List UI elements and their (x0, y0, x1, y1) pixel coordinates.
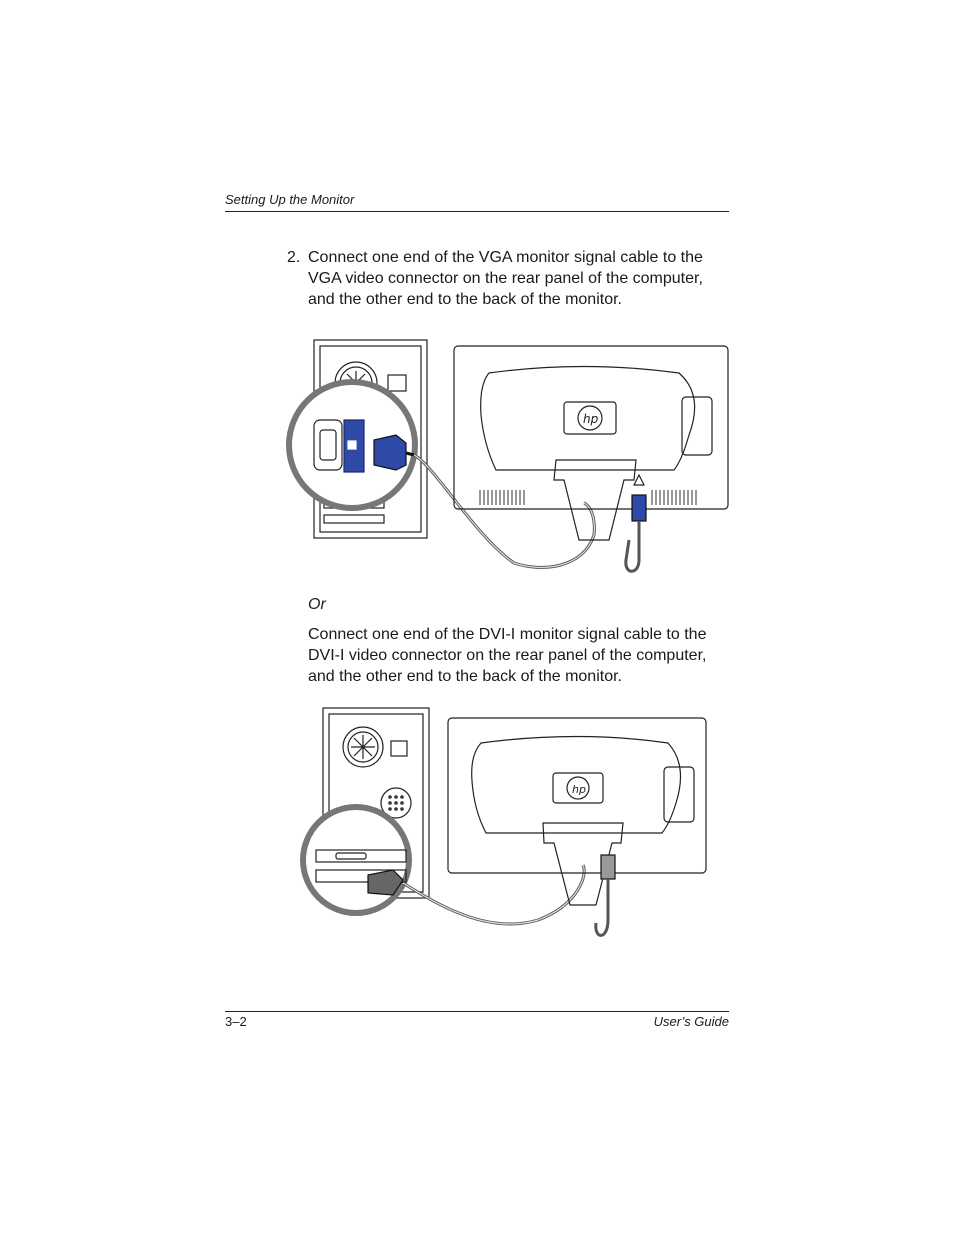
monitor-stand (542, 822, 624, 906)
vent-slats (479, 490, 697, 505)
dvi-connection-illustration: hp (300, 707, 707, 937)
dvi-line-1: Connect one end of the DVI-I monitor sig… (308, 626, 707, 643)
power-socket (390, 740, 408, 757)
vga-connection-illustration: hp (286, 339, 729, 573)
step-line-2: VGA video connector on the rear panel of… (308, 270, 703, 287)
monitor-back (453, 345, 729, 510)
hp-logo-text: hp (572, 783, 586, 796)
monitor-vga-plug (631, 494, 647, 522)
step-line-1: Connect one end of the VGA monitor signa… (308, 249, 703, 266)
dvi-port (335, 852, 367, 860)
footer-doc-title: User’s Guide (653, 1014, 729, 1029)
or-separator: Or (308, 596, 326, 613)
hp-logo-plate (552, 772, 604, 804)
header-rule (225, 211, 729, 212)
dvi-plug (367, 869, 404, 896)
step-line-3: and the other end to the back of the mon… (308, 291, 622, 308)
step-number: 2. (287, 249, 301, 266)
running-header: Setting Up the Monitor (225, 192, 355, 207)
monitor-dvi-plug (600, 854, 616, 880)
vga-plug (373, 434, 407, 471)
dvi-instructions: Connect one end of the DVI-I monitor sig… (308, 624, 738, 687)
monitor-back (447, 717, 707, 874)
monitor-stand (553, 459, 637, 541)
fan-grill (342, 726, 384, 768)
zoom-callout (300, 804, 412, 916)
power-socket (387, 374, 407, 392)
vent-holes (388, 795, 404, 811)
footer-rule (225, 1011, 729, 1012)
dvi-line-3: and the other end to the back of the mon… (308, 668, 622, 685)
vga-cable (413, 453, 596, 569)
hp-logo-text: hp (583, 412, 599, 426)
step-2: 2. Connect one end of the VGA monitor si… (287, 247, 737, 310)
hp-logo-plate (563, 401, 617, 435)
dvi-cable (402, 864, 586, 926)
dvi-line-2: DVI-I video connector on the rear panel … (308, 647, 707, 664)
page-number: 3–2 (225, 1014, 247, 1029)
